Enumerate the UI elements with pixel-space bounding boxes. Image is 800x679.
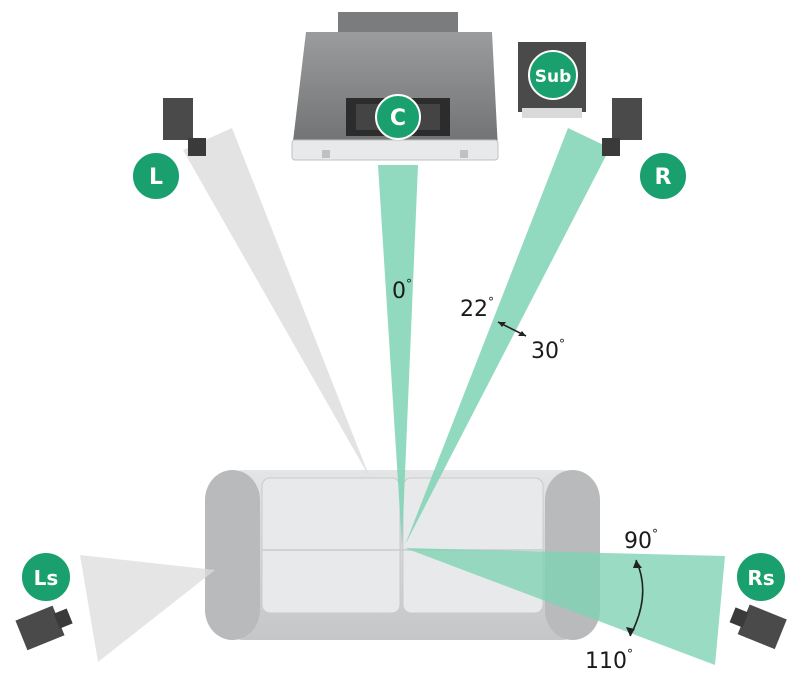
sofa-left-arm [205,470,260,640]
badge-front-left: L [131,151,181,201]
tv-stand-leg-right [460,150,468,158]
beam-front-right [405,128,610,545]
sofa-left-cushion [261,477,401,614]
beam-center [378,165,418,545]
surround-right-speaker-body [737,604,787,650]
subwoofer-base [522,108,582,118]
front-right-speaker [602,98,642,156]
sound-beams [80,128,725,665]
badge-front-right: R [638,151,688,201]
surround-right-speaker [729,604,787,650]
tv-stand [291,139,499,161]
beam-surround-right [405,548,725,665]
surround-left-speaker [15,605,73,651]
angle-labels: 0° 22° 30° 90° 110° [392,277,658,674]
badge-center-label: C [390,106,406,131]
front-left-speaker [163,98,206,156]
badge-subwoofer: Sub [528,50,578,100]
surround-angle-arrow-end [626,627,635,636]
angle-label-surround-min: 90° [624,527,658,554]
badge-front-left-label: L [149,165,163,190]
badge-surround-left-label: Ls [34,566,59,590]
angle-label-front-min: 22° [460,295,494,322]
front-right-speaker-mount [602,138,620,156]
front-right-speaker-body [612,98,642,140]
badge-center: C [375,94,421,140]
badge-front-right-label: R [655,165,672,190]
front-left-speaker-body [163,98,193,140]
tv-stand-leg-left [322,150,330,158]
front-left-speaker-mount [188,138,206,156]
angle-label-surround-max: 110° [585,647,633,674]
badge-surround-right: Rs [735,551,787,603]
badge-surround-left: Ls [20,551,72,603]
badge-subwoofer-label: Sub [535,67,572,87]
front-angle-arrow-end [518,331,526,336]
badge-surround-right-label: Rs [747,566,774,590]
beam-surround-left [80,555,215,662]
surround-right-speaker-mount [729,607,749,628]
television [291,12,499,161]
surround-angle-arrow-start [633,560,642,568]
beam-front-left [183,128,370,478]
angle-label-center: 0° [392,277,412,304]
speaker-badges: C Sub L R Ls Rs [20,50,787,603]
angle-markers [497,321,644,637]
surround-left-speaker-body [15,605,65,651]
angle-label-front-max: 30° [531,337,565,364]
front-angle-arrow-start [498,322,506,327]
surround-left-speaker-mount [53,608,73,629]
